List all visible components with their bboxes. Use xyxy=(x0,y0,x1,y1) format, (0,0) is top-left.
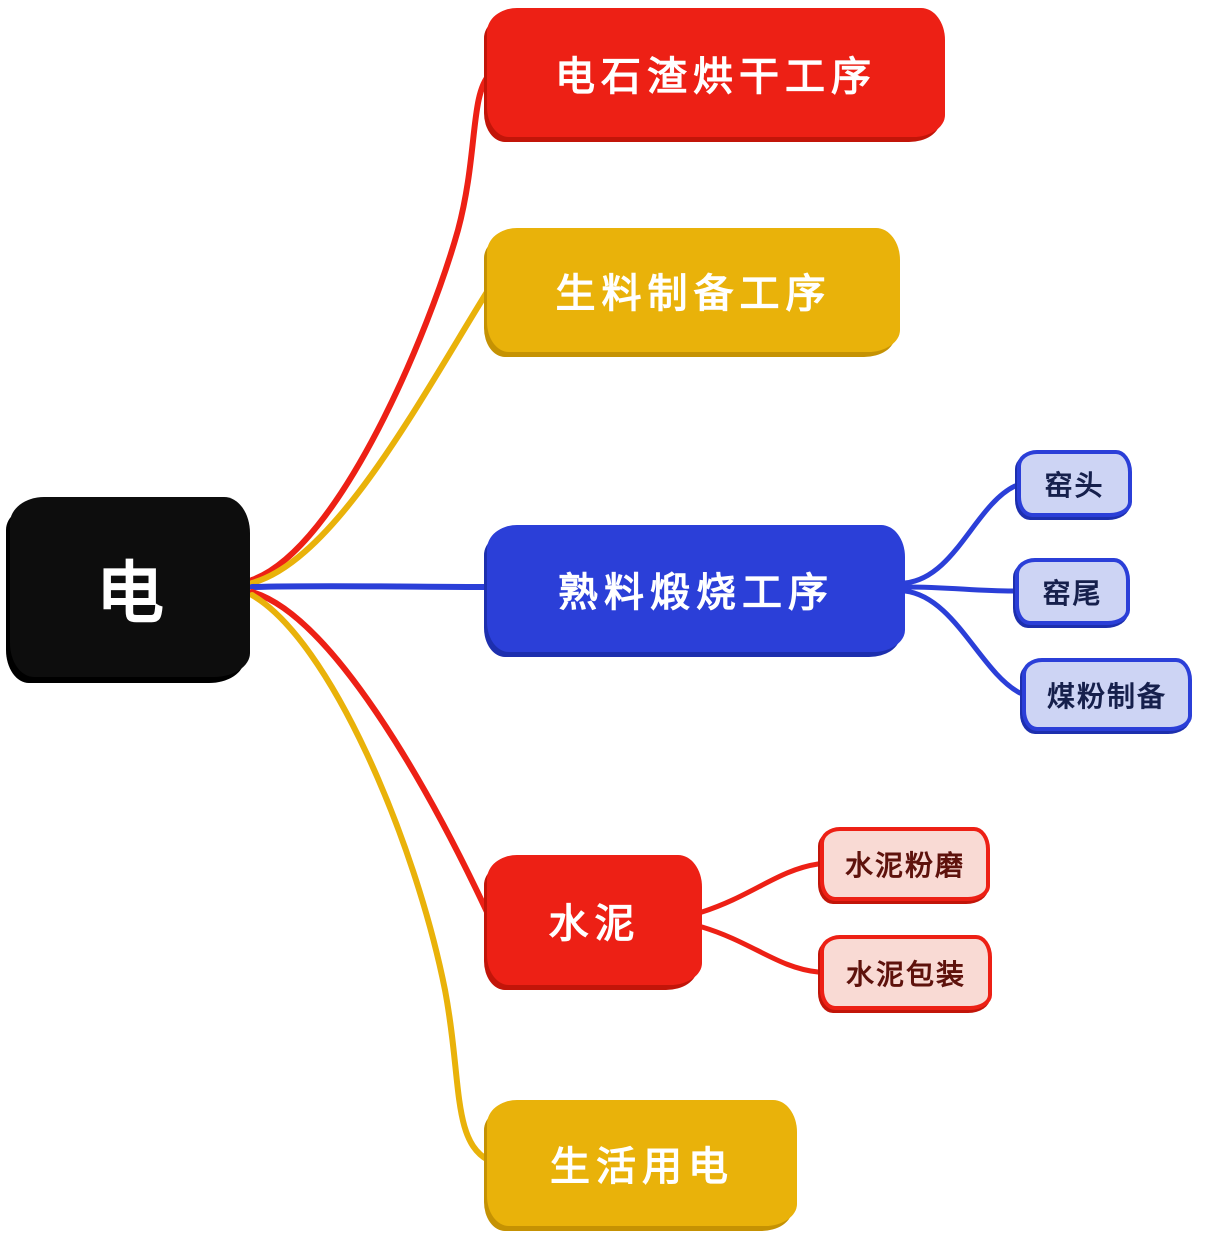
connector-clinker-to-kilnhead xyxy=(902,483,1018,586)
node-domestic-electricity[interactable]: 生活用电 xyxy=(487,1100,797,1226)
node-clinker-calcination[interactable]: 熟料煅烧工序 xyxy=(487,525,905,652)
node-carbide-slag-drying[interactable]: 电石渣烘干工序 xyxy=(487,8,945,137)
node-raw-meal-preparation[interactable]: 生料制备工序 xyxy=(487,228,900,352)
node-electricity-root[interactable]: 电 xyxy=(10,497,250,677)
node-kiln-tail[interactable]: 窑尾 xyxy=(1015,558,1130,625)
node-cement-packing[interactable]: 水泥包装 xyxy=(820,935,992,1010)
connector-root-to-clinker xyxy=(249,583,490,590)
connector-clinker-to-kilntail xyxy=(902,584,1016,594)
node-kiln-head[interactable]: 窑头 xyxy=(1017,450,1132,517)
node-cement-grinding[interactable]: 水泥粉磨 xyxy=(820,827,990,901)
connector-clinker-to-coalprep xyxy=(902,588,1023,696)
connector-root-to-drying xyxy=(249,71,493,583)
connector-cement-to-packing xyxy=(699,924,821,975)
node-cement[interactable]: 水泥 xyxy=(487,855,702,985)
connector-cement-to-grinding xyxy=(699,861,821,915)
connector-root-to-cement xyxy=(249,589,490,915)
connector-root-to-rawmeal xyxy=(249,289,490,586)
connector-root-to-domestic xyxy=(249,592,491,1163)
node-coal-powder-preparation[interactable]: 煤粉制备 xyxy=(1022,658,1192,731)
